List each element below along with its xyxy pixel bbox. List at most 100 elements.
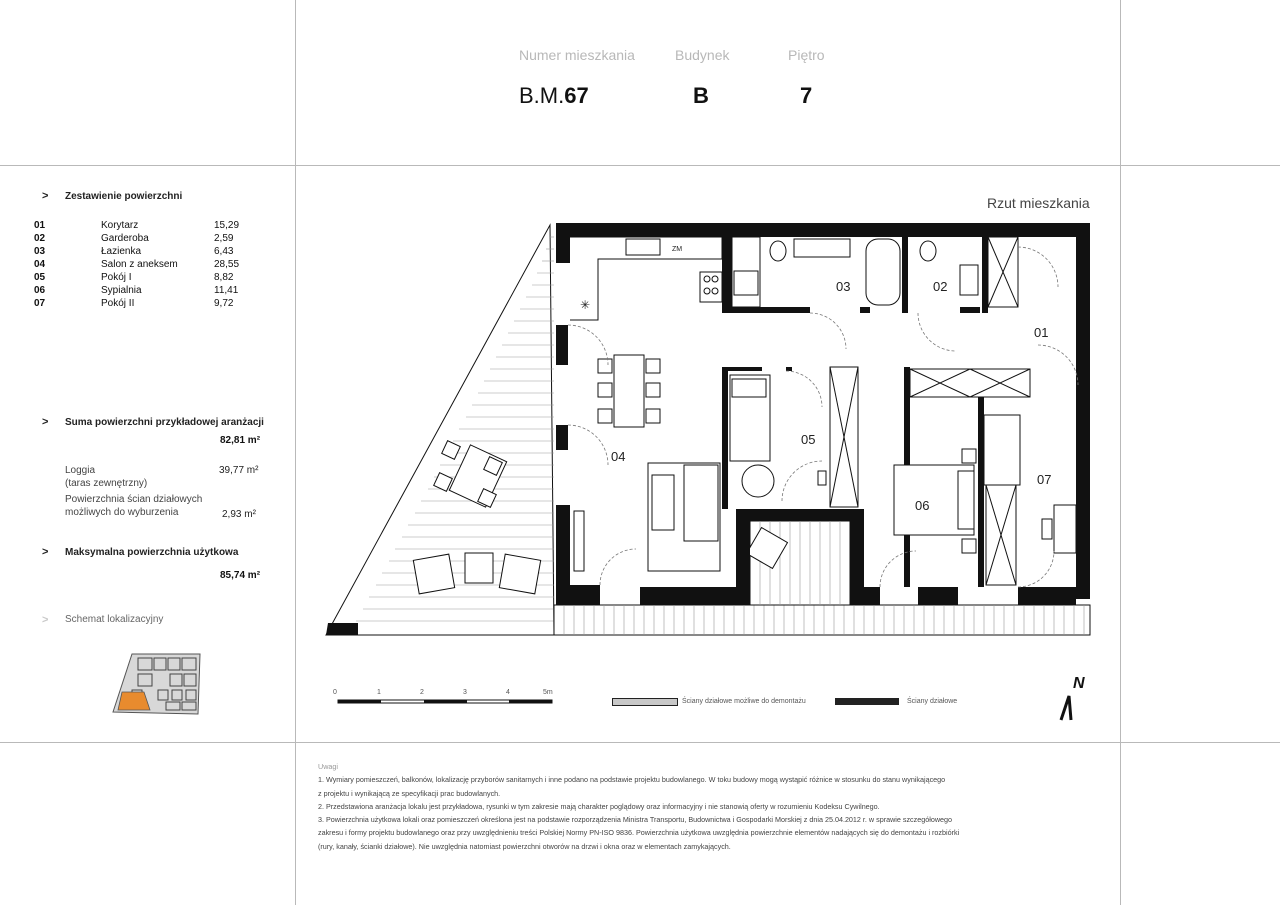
room-name: Pokój I bbox=[101, 272, 132, 283]
room-05-furniture bbox=[729, 366, 859, 508]
kitchen-tag: ZM bbox=[672, 246, 682, 253]
sofa bbox=[573, 462, 721, 572]
apartment-number-label: Numer mieszkania bbox=[519, 47, 635, 63]
loggia-terrace bbox=[325, 223, 555, 636]
room-row: 05 Pokój I 8,82 bbox=[34, 272, 254, 285]
bathroom-fixtures bbox=[731, 236, 979, 308]
room-label-03: 03 bbox=[836, 279, 850, 294]
schema-arrow-icon: > bbox=[42, 614, 49, 626]
room-row: 01 Korytarz 15,29 bbox=[34, 220, 254, 233]
legend-swatch-demolishable bbox=[612, 698, 678, 706]
apartment-number-value: 67 bbox=[564, 83, 589, 108]
apartment-number-prefix: B.M. bbox=[519, 83, 565, 108]
kitchen bbox=[570, 236, 723, 321]
room-area: 6,43 bbox=[214, 246, 234, 257]
frame-line-left bbox=[295, 0, 296, 905]
loggia-label-line: Loggia bbox=[65, 465, 96, 476]
north-letter: N bbox=[1073, 675, 1085, 692]
legend-partition: Ściany działowe bbox=[907, 698, 958, 705]
sum-title: Suma powierzchni przykładowej aranżacji bbox=[65, 417, 264, 428]
walls-label-line: możliwych do wyburzenia bbox=[65, 507, 179, 518]
scale-tick: 2 bbox=[420, 689, 424, 696]
notes-line: z projektu i wynikającą ze specyfikacji … bbox=[318, 788, 501, 798]
room-name: Łazienka bbox=[101, 246, 142, 257]
loggia-label: Loggia (taras zewnętrzny) bbox=[65, 464, 147, 490]
max-title: Maksymalna powierzchnia użytkowa bbox=[65, 547, 239, 558]
room-number: 01 bbox=[34, 220, 46, 231]
notes: Uwagi 1. Wymiary pomieszczeń, balkonów, … bbox=[318, 760, 978, 853]
floor-label: Piętro bbox=[788, 47, 825, 63]
plan-title: Rzut mieszkania bbox=[987, 195, 1090, 211]
room-name: Garderoba bbox=[101, 233, 149, 244]
balcony-notch bbox=[745, 520, 851, 606]
loggia-label-line: (taras zewnętrzny) bbox=[65, 478, 148, 489]
room-area: 9,72 bbox=[214, 298, 234, 309]
room-06-07-furniture bbox=[893, 368, 1077, 586]
scale-tick: 4 bbox=[506, 689, 510, 696]
sum-arrow-icon: > bbox=[42, 416, 49, 428]
door-swings bbox=[567, 246, 1079, 588]
room-row: 07 Pokój II 9,72 bbox=[34, 298, 254, 311]
room-label-04: 04 bbox=[611, 449, 625, 464]
room-number: 03 bbox=[34, 246, 46, 257]
room-area: 11,41 bbox=[214, 285, 239, 296]
loggia-value: 39,77 m² bbox=[219, 465, 259, 476]
room-number: 06 bbox=[34, 285, 46, 296]
room-label-07: 07 bbox=[1037, 472, 1051, 487]
room-label-01: 01 bbox=[1034, 325, 1048, 340]
room-area: 2,59 bbox=[214, 233, 234, 244]
scale-tick: 0 bbox=[333, 689, 337, 696]
room-number: 07 bbox=[34, 298, 46, 309]
sum-value: 82,81 m² bbox=[220, 435, 261, 446]
scale-tick: 5m bbox=[543, 689, 553, 696]
location-schema-map bbox=[112, 653, 201, 715]
room-label-05: 05 bbox=[801, 432, 815, 447]
notes-line: zakresu i formy projektu budowlanego ora… bbox=[318, 828, 960, 838]
room-number: 02 bbox=[34, 233, 46, 244]
room-area: 15,29 bbox=[214, 220, 240, 231]
floor-plan: ZM ✳ bbox=[325, 223, 1091, 636]
summary-title: Zestawienie powierzchni bbox=[65, 191, 183, 202]
summary-arrow-icon: > bbox=[42, 190, 49, 202]
corridor-wardrobe bbox=[987, 236, 1019, 308]
walls-value: 2,93 m² bbox=[222, 509, 256, 520]
notes-line: 3. Powierzchnia użytkowa lokali oraz pom… bbox=[318, 815, 953, 825]
terrace-strip bbox=[553, 604, 1091, 636]
room-name: Pokój II bbox=[101, 298, 135, 309]
room-number: 05 bbox=[34, 272, 46, 283]
frame-line-right bbox=[1120, 0, 1121, 905]
notes-line: (rury, kanały, ścianki działowe). Nie uw… bbox=[318, 841, 731, 851]
scale-tick: 1 bbox=[377, 689, 381, 696]
notes-heading: Uwagi bbox=[318, 762, 338, 771]
room-label-06: 06 bbox=[915, 498, 929, 513]
legend-demolishable: Ściany działowe możliwe do demontażu bbox=[682, 698, 806, 705]
schema-title: Schemat lokalizacyjny bbox=[65, 614, 164, 625]
room-label-02: 02 bbox=[933, 279, 947, 294]
max-arrow-icon: > bbox=[42, 546, 49, 558]
terrace-furniture bbox=[412, 440, 542, 595]
fan-icon: ✳ bbox=[580, 298, 590, 312]
walls-label-line: Powierzchnia ścian działowych bbox=[65, 494, 203, 505]
room-area: 8,82 bbox=[214, 272, 234, 283]
room-area: 28,55 bbox=[214, 259, 240, 270]
notes-line: 2. Przedstawiona aranżacja lokalu jest p… bbox=[318, 801, 880, 811]
exterior-walls bbox=[556, 223, 1090, 605]
room-name: Korytarz bbox=[101, 220, 139, 231]
room-row: 02 Garderoba 2,59 bbox=[34, 233, 254, 246]
legend-swatch-partition bbox=[835, 698, 899, 705]
room-row: 03 Łazienka 6,43 bbox=[34, 246, 254, 259]
north-arrow-icon: N bbox=[1059, 675, 1085, 721]
building-value: B bbox=[693, 83, 709, 108]
floor-value: 7 bbox=[800, 83, 813, 108]
building-label: Budynek bbox=[675, 47, 730, 63]
frame-line-bottom bbox=[0, 742, 1280, 743]
dining-table bbox=[597, 354, 661, 428]
apartment-number: B.M.67 bbox=[519, 83, 589, 109]
frame-line-top bbox=[0, 165, 1280, 166]
scale-bar bbox=[337, 699, 553, 704]
notes-line: 1. Wymiary pomieszczeń, balkonów, lokali… bbox=[318, 775, 946, 785]
location-highlight bbox=[117, 691, 151, 711]
walls-label: Powierzchnia ścian działowych możliwych d… bbox=[65, 493, 202, 519]
